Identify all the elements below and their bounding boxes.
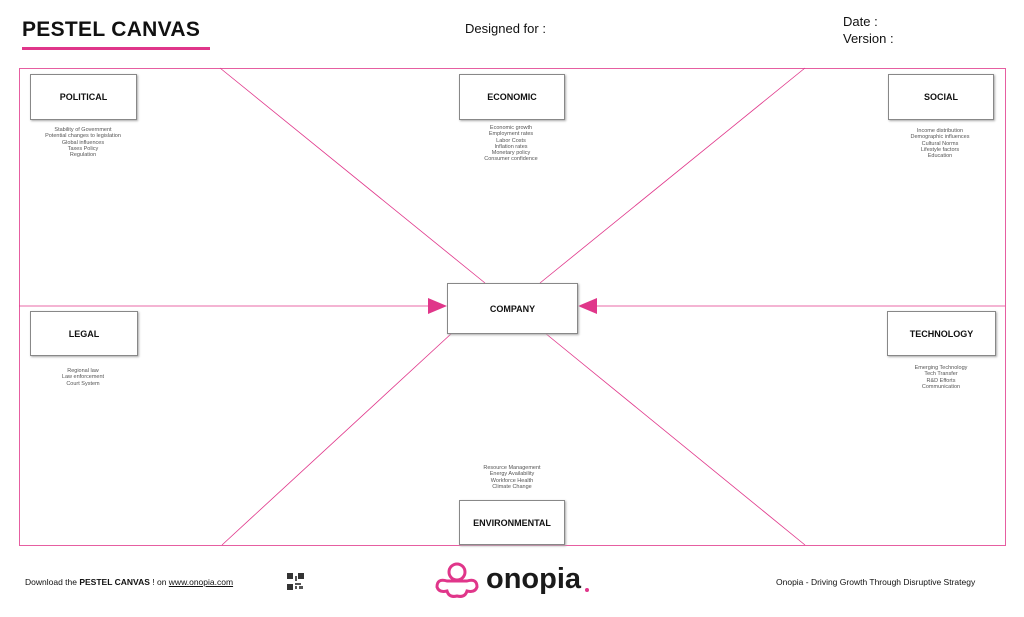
connector-political [219, 67, 486, 284]
onopia-link[interactable]: www.onopia.com [168, 577, 234, 587]
factor-technology: TECHNOLOGY [887, 311, 996, 356]
logo-dot [585, 588, 589, 592]
title-underline [22, 47, 210, 50]
page-title: PESTEL CANVAS [22, 18, 201, 41]
connector-social [539, 67, 806, 284]
designed-for-label: Designed for : [465, 21, 546, 36]
version-label: Version : [843, 31, 894, 46]
connector-bottom-right [544, 332, 806, 546]
onopia-logo-text: onopia [486, 563, 582, 595]
date-label: Date : [843, 14, 878, 29]
connector-bottom-left [221, 332, 453, 546]
onopia-logo-icon [435, 562, 479, 598]
factor-environmental: ENVIRONMENTAL [459, 500, 565, 545]
factor-economic: ECONOMIC [459, 74, 565, 120]
factor-legal: LEGAL [30, 311, 138, 356]
factor-social: SOCIAL [888, 74, 994, 120]
company-box: COMPANY [447, 283, 578, 334]
tagline: Onopia - Driving Growth Through Disrupti… [776, 577, 976, 587]
qr-code-icon [287, 573, 304, 590]
factor-political: POLITICAL [30, 74, 137, 120]
download-text: Download the PESTEL CANVAS ! on www.onop… [25, 577, 234, 587]
arrow-left-icon [428, 298, 447, 314]
canvas-frame [19, 68, 1006, 546]
arrow-right-icon [578, 298, 597, 314]
